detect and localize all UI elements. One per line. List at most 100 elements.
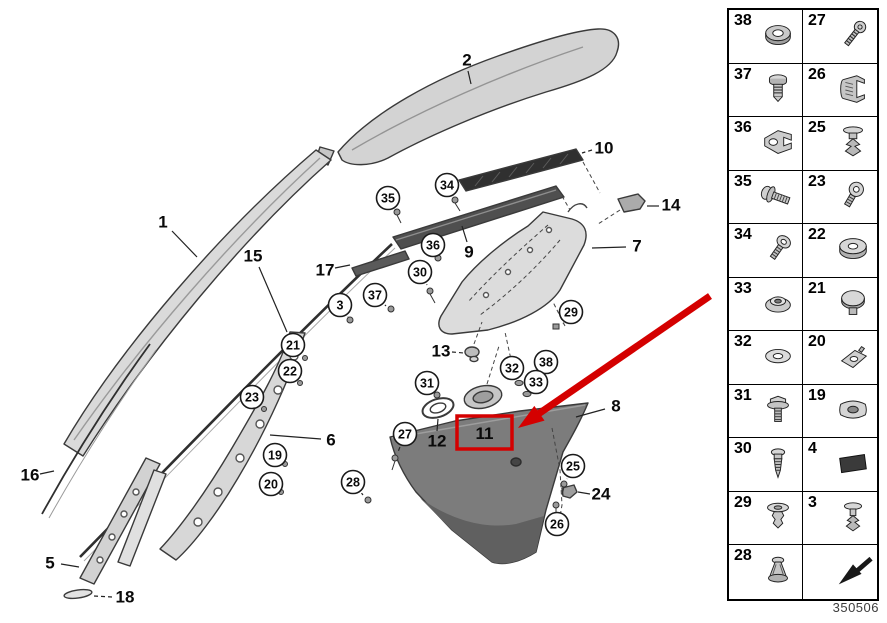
fastener-callout-37[interactable]: 37 — [362, 282, 388, 308]
part-8-hole — [510, 457, 522, 467]
nut-plate-icon — [830, 331, 877, 384]
legend-cell-31[interactable]: 31 — [729, 384, 803, 439]
leader-line — [591, 246, 627, 249]
legend-cell-26[interactable]: 26 — [803, 63, 877, 118]
fastener-callout-27[interactable]: 27 — [392, 421, 418, 447]
part-6-hole — [193, 517, 203, 527]
svg-text:30: 30 — [413, 266, 427, 280]
leader-line — [269, 434, 322, 440]
legend-cell-21[interactable]: 21 — [803, 277, 877, 332]
fastener-callout-23[interactable]: 23 — [239, 384, 265, 410]
legend-cell-28[interactable]: 28 — [729, 545, 803, 599]
fastener-callout-35[interactable]: 35 — [375, 185, 401, 211]
legend-cell-30[interactable]: 30 — [729, 438, 803, 492]
part-shapes — [41, 28, 646, 600]
svg-text:31: 31 — [420, 377, 434, 391]
fastener-glyphs — [261, 196, 568, 516]
svg-text:35: 35 — [381, 192, 395, 206]
part-label-2[interactable]: 2 — [462, 51, 471, 70]
part-label-11[interactable]: 11 — [476, 424, 494, 443]
legend-cell-35[interactable]: 35 — [729, 170, 803, 225]
fastener-callout-3[interactable]: 3 — [327, 292, 353, 318]
fastener-callout-38[interactable]: 38 — [533, 349, 559, 375]
fastener-callout-19[interactable]: 19 — [262, 442, 288, 468]
part-6-hole — [273, 385, 283, 395]
legend-cell-continue[interactable] — [803, 545, 877, 599]
part-label-16[interactable]: 16 — [21, 466, 40, 485]
fastener-callout-26[interactable]: 26 — [544, 511, 570, 537]
part-label-12[interactable]: 12 — [428, 432, 447, 451]
fastener-callout-22[interactable]: 22 — [277, 358, 303, 384]
fastener-callout-31[interactable]: 31 — [414, 370, 440, 396]
continue-arrow-icon — [830, 545, 877, 599]
part-7-hook — [567, 203, 588, 213]
leader-line — [93, 595, 113, 598]
legend-cell-36[interactable]: 36 — [729, 117, 803, 171]
pointer-arrow-head — [518, 405, 545, 428]
leader-line — [171, 230, 198, 258]
hex-bolt-icon — [756, 385, 802, 438]
part-label-24[interactable]: 24 — [592, 485, 611, 504]
legend-cell-22[interactable]: 22 — [803, 224, 877, 278]
push-rivet-icon — [756, 492, 802, 545]
highlight-box — [455, 414, 514, 451]
part-label-15[interactable]: 15 — [244, 247, 263, 266]
legend-cell-27[interactable]: 27 — [803, 10, 877, 64]
screw-washer-icon — [756, 171, 802, 224]
legend-cell-number: 23 — [808, 172, 826, 190]
part-label-7[interactable]: 7 — [632, 237, 641, 256]
part-13-grommet — [464, 346, 480, 363]
fastener-callout-30[interactable]: 30 — [407, 259, 433, 285]
legend-cell-19[interactable]: 19 — [803, 384, 877, 439]
part-label-13[interactable]: 13 — [432, 342, 451, 361]
flange-rivet-icon — [756, 545, 802, 599]
part-label-18[interactable]: 18 — [116, 588, 135, 607]
leader-line — [575, 408, 606, 418]
part-11-cover — [463, 384, 503, 410]
legend-cell-3[interactable]: 3 — [803, 491, 877, 546]
flat-washer-icon — [756, 331, 802, 384]
fastener-callout-20[interactable]: 20 — [258, 471, 284, 497]
fastener-callout-29[interactable]: 29 — [558, 299, 584, 325]
legend-cell-number: 32 — [734, 333, 752, 351]
cage-clamp-icon — [830, 64, 877, 117]
svg-text:23: 23 — [245, 391, 259, 405]
leader-line — [461, 225, 468, 243]
part-label-9[interactable]: 9 — [464, 243, 473, 262]
legend-cell-34[interactable]: 34 — [729, 224, 803, 278]
fastener-callout-21[interactable]: 21 — [280, 332, 306, 358]
legend-cell-23[interactable]: 23 — [803, 170, 877, 225]
part-label-14[interactable]: 14 — [662, 196, 681, 215]
legend-cell-4[interactable]: 4 — [803, 438, 877, 492]
legend-cell-25[interactable]: 25 — [803, 117, 877, 171]
fastener-callout-33[interactable]: 33 — [523, 369, 549, 395]
fastener-callout-32[interactable]: 32 — [499, 355, 525, 381]
part-label-6[interactable]: 6 — [326, 431, 335, 450]
fastener-callout-25[interactable]: 25 — [560, 453, 586, 479]
dome-rivet-icon — [830, 278, 877, 331]
fastener-callout-34[interactable]: 34 — [434, 172, 460, 198]
legend-cell-20[interactable]: 20 — [803, 331, 877, 385]
part-label-17[interactable]: 17 — [316, 261, 335, 280]
part-7-hole — [482, 291, 490, 299]
fastener-callout-28[interactable]: 28 — [340, 469, 366, 495]
legend-cell-number: 33 — [734, 279, 752, 297]
svg-text:26: 26 — [550, 518, 564, 532]
legend-cell-32[interactable]: 32 — [729, 331, 803, 385]
part-label-5[interactable]: 5 — [45, 554, 54, 573]
part-5-rail — [117, 469, 167, 567]
legend-cell-33[interactable]: 33 — [729, 277, 803, 332]
part-label-1[interactable]: 1 — [158, 213, 167, 232]
tapping-screw-icon — [756, 438, 802, 491]
part-label-10[interactable]: 10 — [595, 139, 614, 158]
fastener-callout-36[interactable]: 36 — [420, 232, 446, 258]
svg-text:33: 33 — [529, 376, 543, 390]
legend-cell-37[interactable]: 37 — [729, 63, 803, 118]
part-8-edge-highlight — [391, 404, 586, 439]
legend-cell-38[interactable]: 38 — [729, 10, 803, 64]
legend-cell-29[interactable]: 29 — [729, 491, 803, 546]
part-7-hole — [504, 268, 512, 276]
part-label-8[interactable]: 8 — [611, 397, 620, 416]
svg-text:22: 22 — [283, 365, 297, 379]
